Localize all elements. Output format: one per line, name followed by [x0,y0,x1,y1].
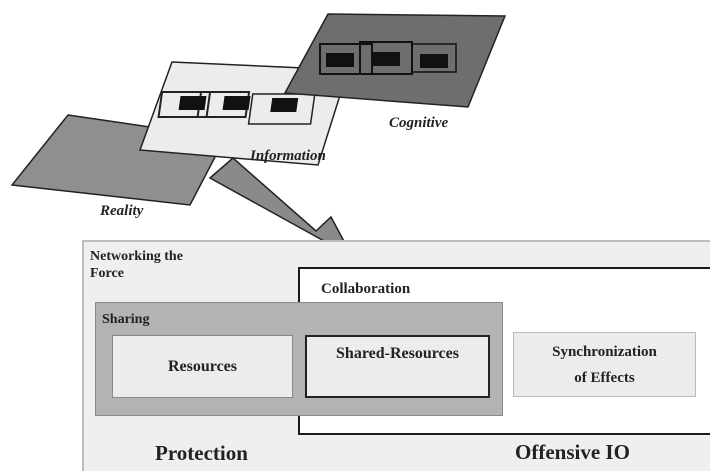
sharing-label: Sharing [102,312,150,327]
cognitive-label: Cognitive [389,115,449,131]
information-label: Information [250,148,326,164]
reality-label: Reality [100,203,144,219]
protection-label: Protection [155,441,248,465]
shared-resources-box: Shared-Resources [305,335,490,398]
synchronization-box: Synchronization of Effects [513,332,696,397]
cognitive-plane-nodes [319,41,457,75]
collaboration-label: Collaboration [321,281,411,297]
information-plane-nodes [157,91,316,125]
networking-label: Networking the Force [90,249,183,281]
offensive-io-label: Offensive IO [515,440,630,464]
resources-box: Resources [112,335,293,398]
